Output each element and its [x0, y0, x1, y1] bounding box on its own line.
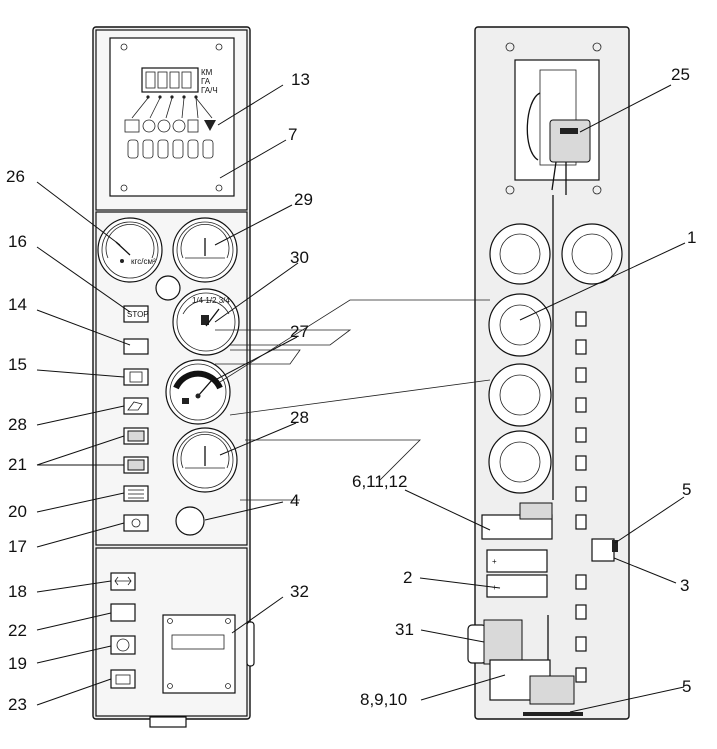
unit-ha-per-h: ГА/Ч [201, 86, 218, 95]
blank-button-22[interactable] [110, 603, 136, 622]
plug-hole-bottom [175, 506, 205, 536]
engine-indicator-button[interactable] [123, 368, 149, 386]
side-latch [246, 621, 255, 667]
callout-5-upper: 5 [682, 480, 691, 499]
callout-25: 25 [671, 65, 690, 84]
blank-button-14[interactable] [123, 338, 149, 355]
rear-connector-31 [467, 615, 549, 700]
callout-16: 16 [8, 232, 27, 251]
bottom-tab [149, 716, 187, 728]
callout-28-left: 28 [8, 415, 27, 434]
warning-triangle-icon [204, 120, 216, 131]
callout-2: 2 [403, 568, 412, 587]
plug-hole-top [155, 275, 181, 301]
power-icon [131, 518, 141, 528]
callout-3: 3 [680, 576, 689, 595]
callout-14: 14 [8, 295, 27, 314]
indicator-row [124, 119, 216, 133]
front-panel: КМ ГА ГА/Ч [92, 26, 255, 728]
fuel-gauge: 1/4 1/2 3/4 [172, 288, 240, 356]
callout-13: 13 [291, 70, 310, 89]
callout-29: 29 [294, 190, 313, 209]
temperature-gauge-top [172, 217, 238, 283]
unit-ha: ГА [201, 77, 211, 86]
callout-18: 18 [8, 582, 27, 601]
svg-text:+: + [492, 557, 497, 566]
connector-plate [162, 614, 236, 694]
brake-icon [116, 638, 130, 652]
callout-21: 21 [8, 455, 27, 474]
callout-22: 22 [8, 621, 27, 640]
callout-19: 19 [8, 654, 27, 673]
callout-labels: 13 7 26 29 16 30 14 27 15 28 28 21 20 4 … [6, 65, 696, 714]
relay-block: + + [481, 502, 553, 598]
power-switch-17[interactable] [123, 514, 149, 532]
pressure-scale-label: кгс/см² [131, 257, 156, 266]
fuel-scale-label: 1/4 1/2 3/4 [192, 296, 230, 305]
voltmeter-gauge [165, 359, 231, 425]
callout-7: 7 [288, 125, 297, 144]
rear-connector-25 [526, 92, 591, 195]
keypad-row [127, 139, 214, 159]
callout-27: 27 [290, 322, 309, 341]
battery-icon [115, 674, 131, 685]
callout-leaders [36, 84, 686, 713]
unit-km: КМ [201, 68, 213, 77]
rear-gauge-bodies [488, 223, 623, 494]
callout-23: 23 [8, 695, 27, 714]
engine-icon [129, 371, 143, 383]
fuse-holder [591, 538, 615, 562]
cross-leaders [215, 299, 491, 501]
switch-21-lower[interactable] [123, 456, 149, 474]
callout-30: 30 [290, 248, 309, 267]
callout-17: 17 [8, 537, 27, 556]
oil-can-icon [127, 401, 143, 411]
bottom-connector [529, 675, 575, 705]
oil-indicator-button[interactable] [123, 397, 149, 415]
rear-panel: + + [467, 26, 630, 720]
callout-4: 4 [290, 491, 299, 510]
callout-20: 20 [8, 502, 27, 521]
callout-28-right: 28 [290, 408, 309, 427]
callout-15: 15 [8, 355, 27, 374]
stop-label: STOP [127, 310, 149, 319]
callout-8-9-10: 8,9,10 [360, 690, 407, 709]
switch-18[interactable] [110, 572, 136, 591]
switch-21-upper[interactable] [123, 427, 149, 445]
callout-31: 31 [395, 620, 414, 639]
display-bezel [109, 37, 235, 197]
callout-5-lower: 5 [682, 677, 691, 696]
callout-6-11-12: 6,11,12 [352, 472, 407, 491]
battery-indicator[interactable] [110, 669, 136, 689]
temperature-gauge-bottom [172, 427, 238, 493]
callout-32: 32 [290, 582, 309, 601]
rear-switch-terminals [575, 311, 587, 683]
button-stop[interactable]: STOP [123, 305, 149, 323]
parking-brake-indicator[interactable] [110, 635, 136, 655]
switch-20[interactable] [123, 485, 149, 502]
callout-26: 26 [6, 167, 25, 186]
callout-1: 1 [687, 228, 696, 247]
pressure-gauge: кгс/см² [97, 217, 163, 283]
